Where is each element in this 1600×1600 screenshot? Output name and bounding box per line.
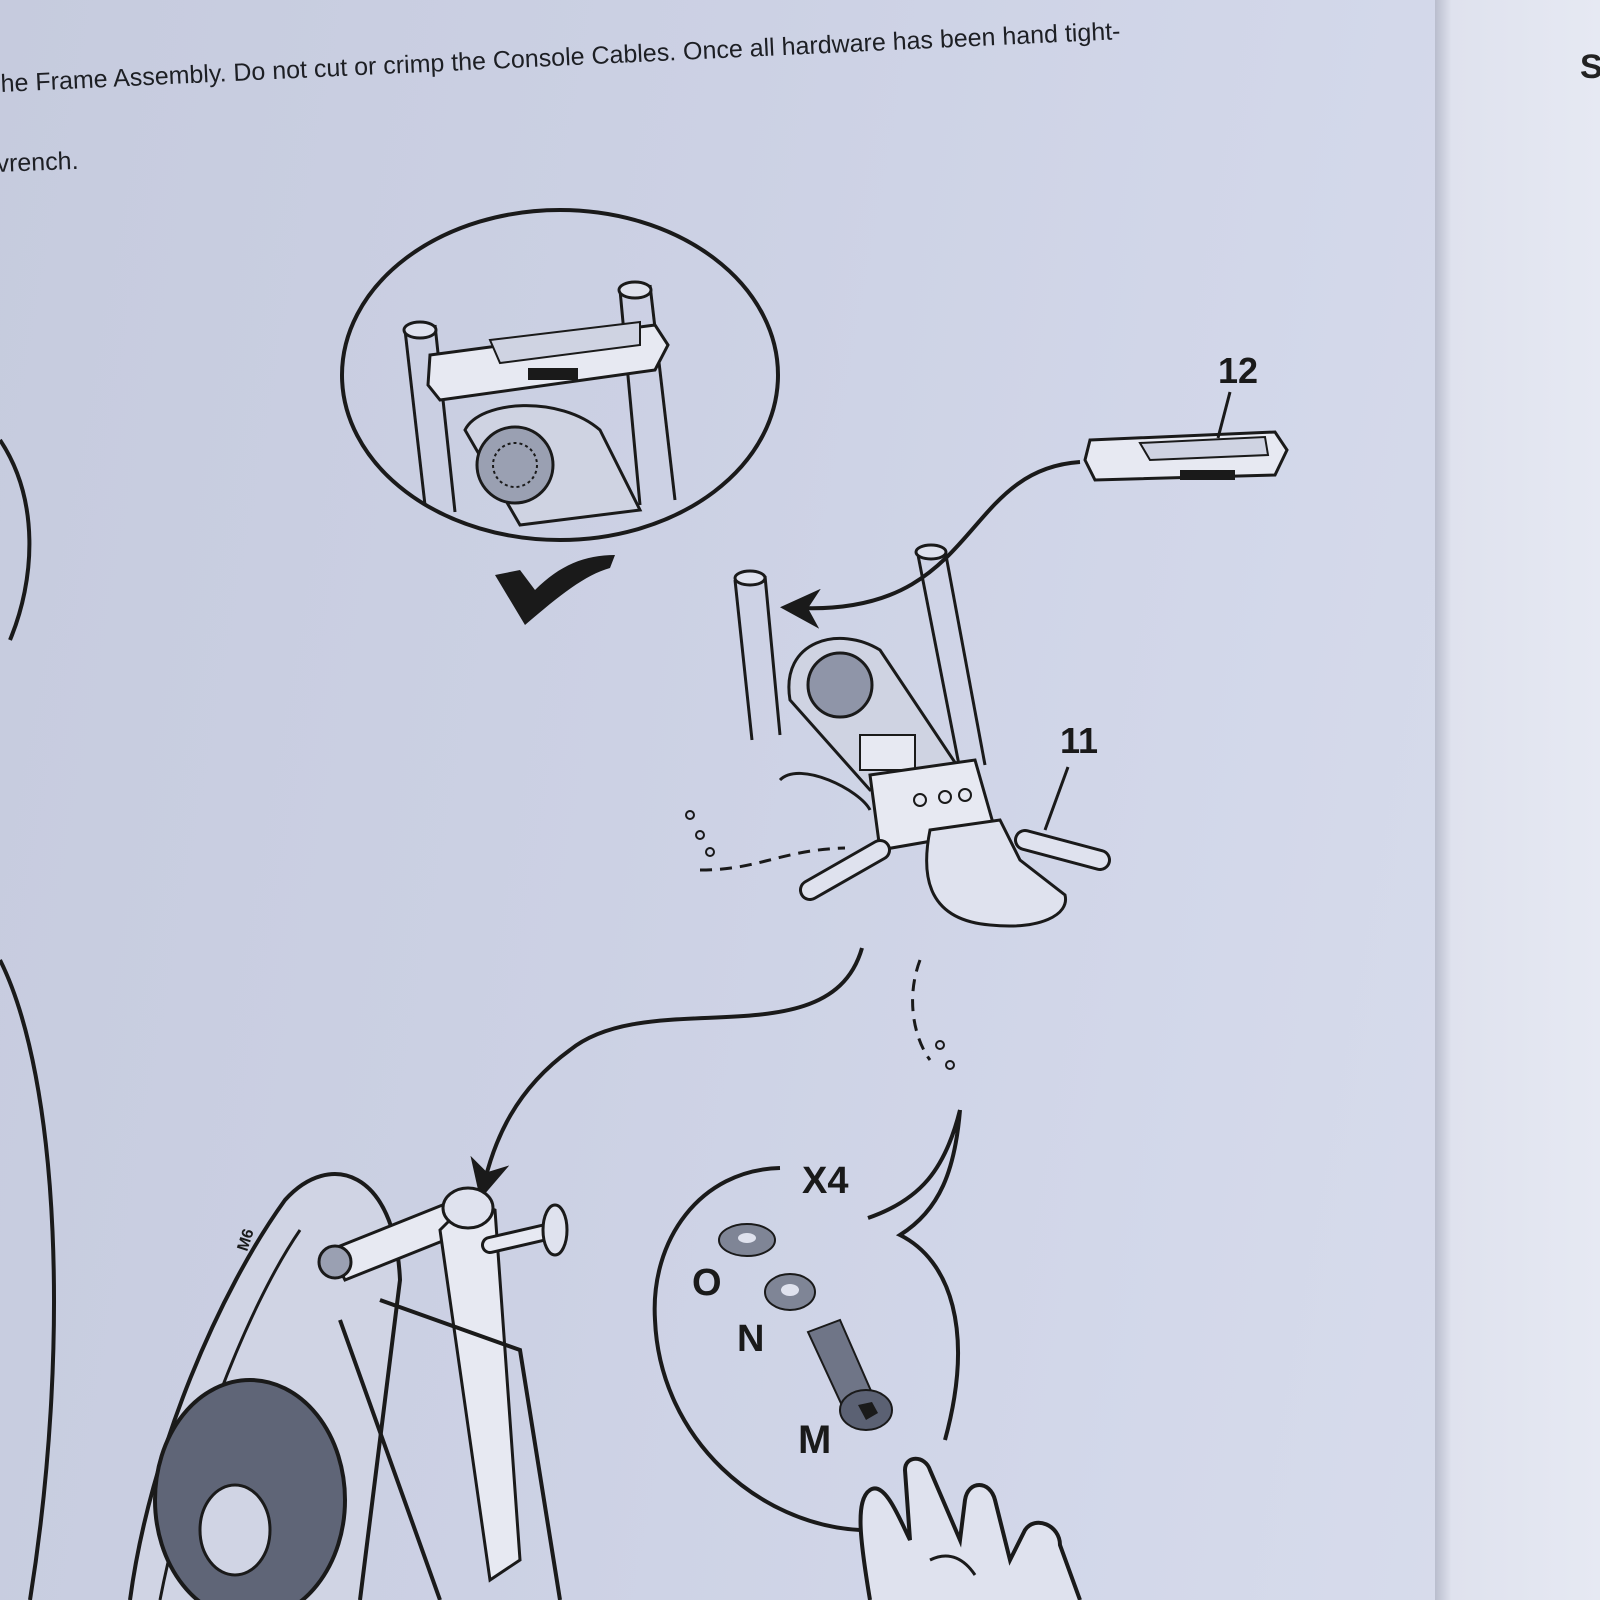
hardware-label-n: N xyxy=(737,1318,765,1360)
arrow-icon xyxy=(470,947,864,1200)
console-cover-part xyxy=(1083,430,1289,482)
leader-line-11 xyxy=(1043,766,1070,831)
quantity-label: X4 xyxy=(802,1160,849,1202)
callout-part-12: 12 xyxy=(1218,350,1259,391)
hardware-label-m: M xyxy=(798,1418,832,1462)
hardware-bubble xyxy=(652,1109,962,1532)
checkmark-icon xyxy=(495,555,615,625)
next-page-letter: S xyxy=(1580,48,1600,86)
leader-line-12 xyxy=(1216,391,1232,439)
left-arc-lower xyxy=(0,959,56,1600)
hardware-parts xyxy=(718,1223,893,1431)
arrow-icon xyxy=(780,460,1081,629)
left-arc-upper xyxy=(0,438,32,641)
hardware-label-o: O xyxy=(692,1262,722,1304)
frame-assembly: M6 xyxy=(128,1172,569,1600)
frame-badge: M6 xyxy=(235,1227,258,1253)
next-page-edge xyxy=(1435,0,1600,1600)
detail-circle xyxy=(340,208,780,542)
callout-part-11: 11 xyxy=(1060,720,1099,761)
console-assembly xyxy=(685,543,1111,1070)
hand-icon xyxy=(858,1456,1082,1600)
